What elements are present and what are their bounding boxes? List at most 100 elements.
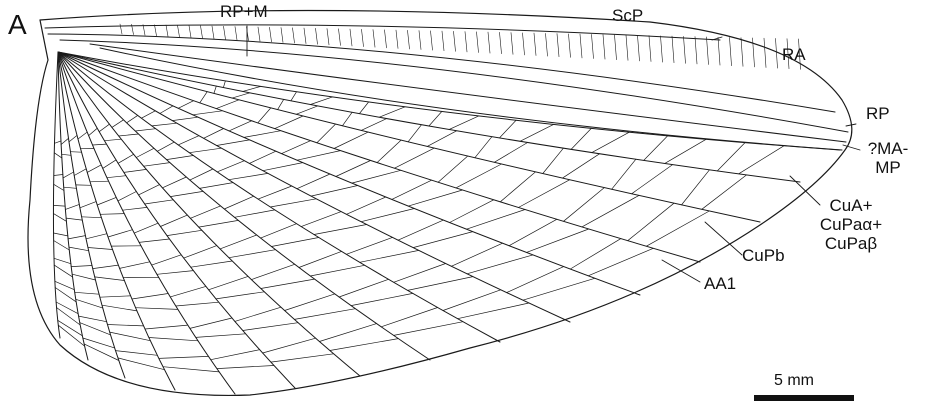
crossvein [160, 214, 188, 227]
crossvein [53, 240, 70, 251]
crossvein [569, 238, 622, 270]
crossvein [117, 191, 137, 202]
costal-crossvein [338, 28, 341, 46]
vein-cua-2 [57, 51, 801, 183]
crossvein [99, 213, 125, 215]
crossvein [499, 119, 517, 139]
costal-crossvein [154, 24, 157, 37]
crossvein [78, 315, 107, 323]
costal-crossvein [441, 30, 445, 52]
vein-aa-7 [57, 51, 236, 395]
crossvein [346, 237, 393, 255]
label-leader-lines [246, 25, 861, 283]
crossvein [219, 234, 258, 250]
crossvein [234, 209, 276, 218]
crossvein [449, 199, 495, 223]
crossvein [313, 224, 367, 235]
crossvein [391, 179, 432, 200]
costal-crossvein [499, 31, 502, 55]
longitudinal-veins [44, 24, 849, 395]
crossvein [56, 307, 81, 326]
crossvein [101, 304, 138, 312]
crossvein [393, 321, 464, 336]
crossvein [54, 140, 62, 144]
costal-crossvein [706, 36, 709, 65]
crossvein [228, 249, 276, 259]
costal-crossvein [579, 33, 583, 59]
label-cua-line2: CuPaα+ [819, 215, 883, 234]
crossvein [319, 323, 377, 342]
crossvein [228, 120, 252, 132]
costal-crossvein [234, 26, 238, 41]
crossvein [591, 131, 630, 153]
costal-crossvein [533, 32, 537, 56]
crossvein [143, 162, 171, 167]
costal-crossvein [200, 25, 203, 39]
wing-margin [27, 9, 853, 396]
crossvein [115, 350, 158, 356]
crossvein [192, 110, 223, 116]
leader-cua [789, 175, 821, 206]
crossvein [350, 293, 414, 306]
crossvein [716, 142, 746, 172]
label-ma-mp-line2: MP [875, 158, 901, 177]
costal-crossvein [648, 35, 652, 62]
costal-crossvein [257, 26, 261, 42]
costal-crossvein [292, 27, 295, 44]
crossvein [144, 199, 174, 205]
costal-crossvein [372, 29, 376, 48]
crossvein [61, 153, 72, 156]
crossvein [342, 111, 353, 127]
leader-scp [711, 36, 723, 41]
crossvein [88, 127, 98, 136]
crossvein [169, 191, 204, 197]
crossvein [109, 331, 151, 342]
crossvein [262, 162, 304, 172]
costal-crossvein [476, 31, 479, 53]
crossvein [243, 130, 282, 138]
costal-crossvein [614, 34, 617, 61]
costal-crossvein [625, 34, 629, 61]
crossvein [65, 217, 83, 221]
crossvein [189, 317, 233, 329]
crossvein [351, 169, 402, 184]
crossvein [234, 306, 282, 322]
crossvein [646, 210, 710, 247]
crossvein [53, 264, 73, 278]
crossvein [587, 247, 654, 277]
costal-crossvein [660, 35, 663, 63]
crossvein [215, 291, 265, 300]
crossvein [474, 136, 493, 159]
crossvein [335, 160, 371, 177]
crossvein [216, 139, 250, 146]
costal-crossvein [798, 38, 801, 70]
crossvein [198, 220, 239, 228]
crossvein [581, 195, 640, 228]
costal-crossvein [384, 29, 387, 49]
crossvein [407, 276, 474, 291]
crossvein [426, 130, 457, 147]
crossvein [135, 147, 155, 158]
crossvein [562, 153, 600, 179]
crossvein [203, 128, 224, 139]
crossvein [407, 189, 463, 207]
costal-crossvein [752, 37, 755, 68]
crossvein [175, 301, 220, 307]
crossvein [106, 175, 127, 179]
crossvein [53, 232, 69, 237]
crossvein [223, 195, 255, 210]
crossvein [457, 302, 530, 320]
crossvein [611, 158, 637, 190]
crossvein [360, 118, 387, 131]
label-ra: RA [782, 45, 806, 64]
costal-crossvein [315, 27, 318, 45]
crossvein [62, 171, 74, 179]
crossvein [79, 201, 97, 209]
crossvein [277, 99, 285, 110]
crossvein [210, 349, 260, 361]
crossvein [260, 223, 297, 239]
crossvein [701, 174, 747, 210]
crossvein [257, 185, 293, 200]
vein-aa-9 [57, 51, 126, 379]
